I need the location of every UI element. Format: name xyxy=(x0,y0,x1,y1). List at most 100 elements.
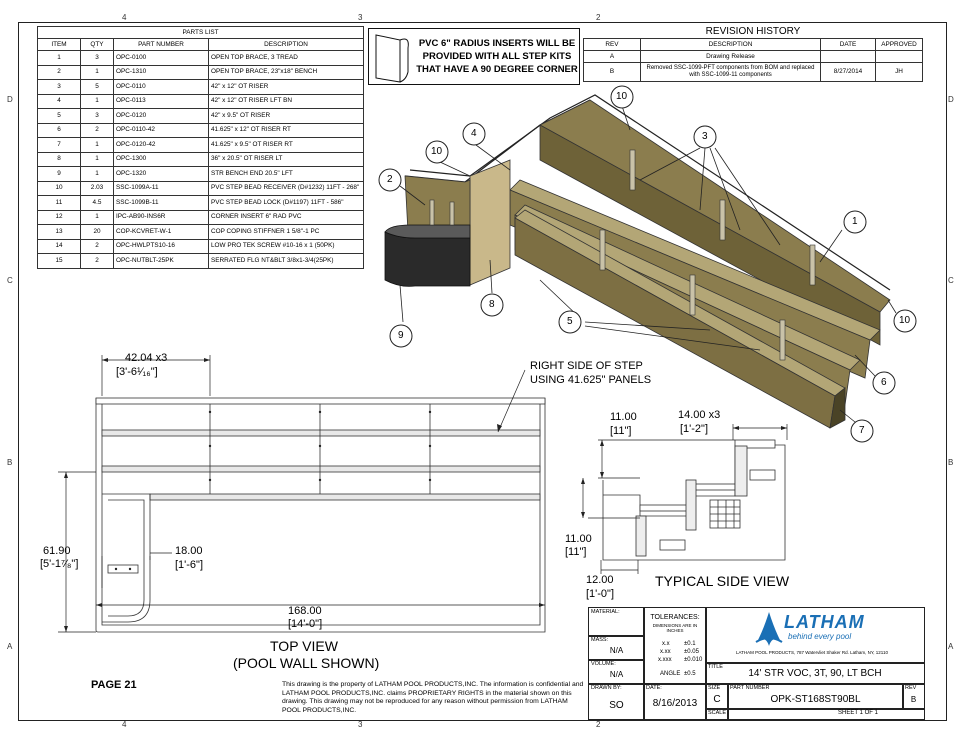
tb-rev: REV B xyxy=(902,683,925,710)
balloon-10-top: 10 xyxy=(616,91,628,102)
parts-desc: PVC STEP BEAD LOCK (D#1197) 11FT - 586" xyxy=(208,195,364,211)
balloon-10-left: 10 xyxy=(431,146,443,157)
balloon-7: 7 xyxy=(859,425,865,436)
balloon-1: 1 xyxy=(852,216,858,227)
revision-table: REVISION HISTORY REV DESCRIPTION DATE AP… xyxy=(583,26,923,82)
zone-left-b: B xyxy=(7,458,13,467)
latham-logo-icon xyxy=(755,612,783,646)
part-number-value: OPK-ST168ST90BL xyxy=(770,694,861,705)
drawing-title: 14' STR VOC, 3T, 90, LT BCH xyxy=(748,668,882,679)
side-dim-bottom-ft: [1'-0"] xyxy=(586,588,615,600)
balloon-4: 4 xyxy=(471,128,477,139)
balloon-6: 6 xyxy=(881,377,887,388)
right-side-note-2: USING 41.625" PANELS xyxy=(530,374,652,386)
tb-sheet: SHEET 1 OF 1 xyxy=(727,708,925,720)
balloon-2: 2 xyxy=(387,174,393,185)
tb-volume: VOLUME: N/A xyxy=(588,659,645,685)
side-dim-tread-ft: [1'-2"] xyxy=(680,423,709,435)
balloon-5: 5 xyxy=(567,316,573,327)
tb-logo: LATHAM behind every pool LATHAM POOL PRO… xyxy=(705,607,925,664)
side-dim-bottom: 12.00 xyxy=(586,574,614,586)
tb-drawn-by: DRAWN BY: SO xyxy=(588,683,645,720)
zone-left-c: C xyxy=(7,276,13,285)
top-dim-depth: 61.90 xyxy=(43,545,71,557)
parts-desc: SERRATED FLG NT&BLT 3/8x1-3/4(25PK) xyxy=(208,253,364,269)
parts-item: 14 xyxy=(37,238,81,254)
tb-tolerances: TOLERANCES: DIMENSIONS ARE IN INCHES x.x… xyxy=(643,607,707,685)
side-dim-tread: 14.00 x3 xyxy=(678,409,721,421)
top-dim-bench: 18.00 xyxy=(175,545,203,557)
parts-qty: 2.03 xyxy=(80,180,114,196)
zone-bottom-2: 2 xyxy=(596,720,601,729)
balloon-9: 9 xyxy=(398,330,404,341)
tb-part-number: PART NUMBER OPK-ST168ST90BL xyxy=(727,683,904,710)
top-dim-length-ft: [14'-0"] xyxy=(288,618,323,630)
radius-note-text: PVC 6" RADIUS INSERTS WILL BE PROVIDED W… xyxy=(416,38,578,75)
tb-title: TITLE 14' STR VOC, 3T, 90, LT BCH xyxy=(705,662,925,685)
side-dim-riser-ft: [11"] xyxy=(610,425,632,437)
top-dim-length: 168.00 xyxy=(288,605,322,617)
parts-desc: CORNER INSERT 6" RAD PVC xyxy=(208,209,364,225)
top-dim-width-ft: [3'-6¹⁄₁₆"] xyxy=(116,366,158,378)
top-dim-bench-ft: [1'-6"] xyxy=(175,559,204,571)
top-dim-width: 42.04 x3 xyxy=(125,352,168,364)
proprietary-notice: This drawing is the property of LATHAM P… xyxy=(282,681,584,714)
parts-desc: 41.625" x 12" OT RISER RT xyxy=(208,122,364,138)
parts-list-table: PARTS LIST ITEM QTY PART NUMBER DESCRIPT… xyxy=(37,26,364,269)
rev-b-desc: Removed SSC-1099-PFT components from BOM… xyxy=(640,62,821,82)
zone-bottom-4: 4 xyxy=(122,720,127,729)
sheet-border xyxy=(18,22,947,721)
parts-desc: 36" x 20.5" OT RISER LT xyxy=(208,151,364,167)
balloon-8: 8 xyxy=(489,299,495,310)
zone-top-4: 4 xyxy=(122,13,127,22)
parts-desc: PVC STEP BEAD RECEIVER (D#1232) 11FT - 2… xyxy=(208,180,364,196)
tb-date: DATE: 8/16/2013 xyxy=(643,683,707,720)
radius-note-box xyxy=(368,28,580,85)
tb-material: MATERIAL: xyxy=(588,607,645,637)
parts-number: OPC-HWLPTS10-16 xyxy=(113,238,209,254)
zone-right-c: C xyxy=(948,276,954,285)
parts-desc: STR BENCH END 20.5" LFT xyxy=(208,166,364,182)
balloon-10-right: 10 xyxy=(899,315,911,326)
zone-left-a: A xyxy=(7,642,13,651)
parts-number: OPC-0120-42 xyxy=(113,137,209,153)
parts-item: 12 xyxy=(37,209,81,225)
parts-number: SSC-1099A-11 xyxy=(113,180,209,196)
zone-left-d: D xyxy=(7,95,13,104)
top-view-sublabel: (POOL WALL SHOWN) xyxy=(233,655,380,671)
right-side-note-1: RIGHT SIDE OF STEP xyxy=(530,360,643,372)
zone-right-a: A xyxy=(948,642,954,651)
parts-number: OPC-1320 xyxy=(113,166,209,182)
tb-mass: MASS: N/A xyxy=(588,635,645,661)
top-view-label: TOP VIEW xyxy=(270,638,338,654)
parts-header-desc: DESCRIPTION xyxy=(208,38,364,51)
side-dim-riser2-ft: [11"] xyxy=(565,546,587,558)
page-number: PAGE 21 xyxy=(91,679,137,691)
zone-bottom-3: 3 xyxy=(358,720,363,729)
parts-number: OPC-NUTBLT-25PK xyxy=(113,253,209,269)
tb-size: SIZE C xyxy=(705,683,729,710)
parts-item: 8 xyxy=(37,151,81,167)
side-view-label: TYPICAL SIDE VIEW xyxy=(655,573,790,589)
side-dim-riser2: 11.00 xyxy=(565,533,592,545)
zone-right-d: D xyxy=(948,95,954,104)
side-dim-riser: 11.00 xyxy=(610,411,637,423)
parts-header-qty: QTY xyxy=(80,38,114,51)
zone-top-3: 3 xyxy=(358,13,363,22)
zone-right-b: B xyxy=(948,458,954,467)
parts-desc: COP COPING STIFFNER 1 5/8"-1 PC xyxy=(208,224,364,240)
tb-scale: SCALE xyxy=(705,708,729,720)
